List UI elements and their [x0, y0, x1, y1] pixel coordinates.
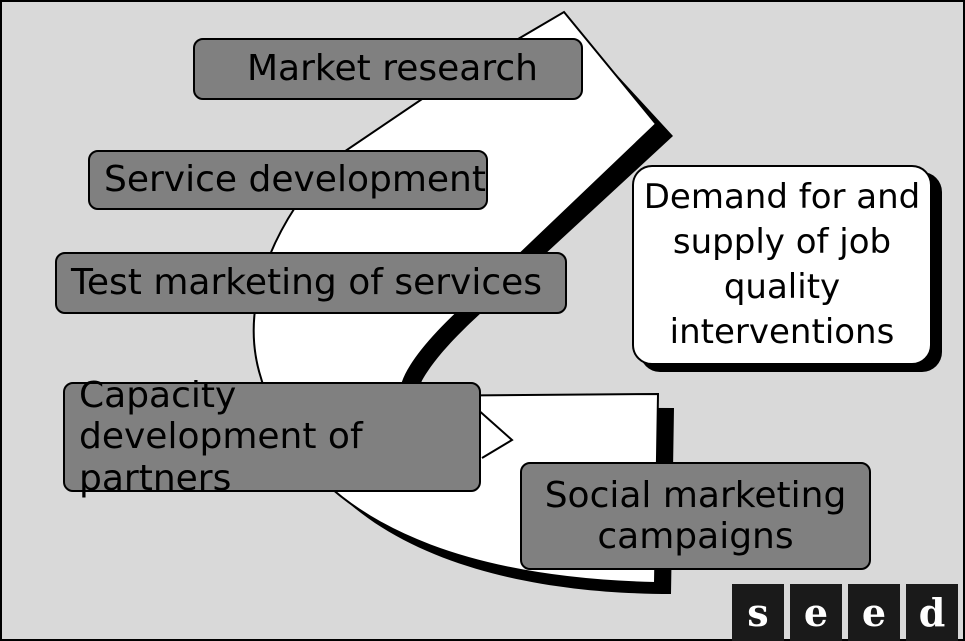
step-market-research: Market research: [193, 38, 583, 100]
step-label: Test marketing of services: [71, 262, 543, 304]
logo-letter: d: [906, 584, 958, 641]
step-label: Social marketing campaigns: [544, 474, 847, 557]
step-test-marketing: Test marketing of services: [55, 252, 567, 314]
step-capacity-development: Capacity development of partners: [63, 375, 481, 499]
logo-letter: s: [732, 584, 784, 641]
center-box-label: Demand for and supply of job quality int…: [643, 176, 921, 353]
seed-logo: s e e d: [732, 584, 958, 641]
arrow-notch: [475, 407, 514, 459]
step-social-marketing: Social marketing campaigns: [520, 462, 871, 570]
step-label: Capacity development of partners: [79, 374, 363, 499]
step-label: Service development: [104, 159, 486, 201]
step-label: Market research: [247, 48, 538, 90]
step-service-development: Service development: [88, 150, 488, 210]
logo-letter: e: [790, 584, 842, 641]
center-box: Demand for and supply of job quality int…: [632, 165, 932, 365]
logo-letter: e: [848, 584, 900, 641]
